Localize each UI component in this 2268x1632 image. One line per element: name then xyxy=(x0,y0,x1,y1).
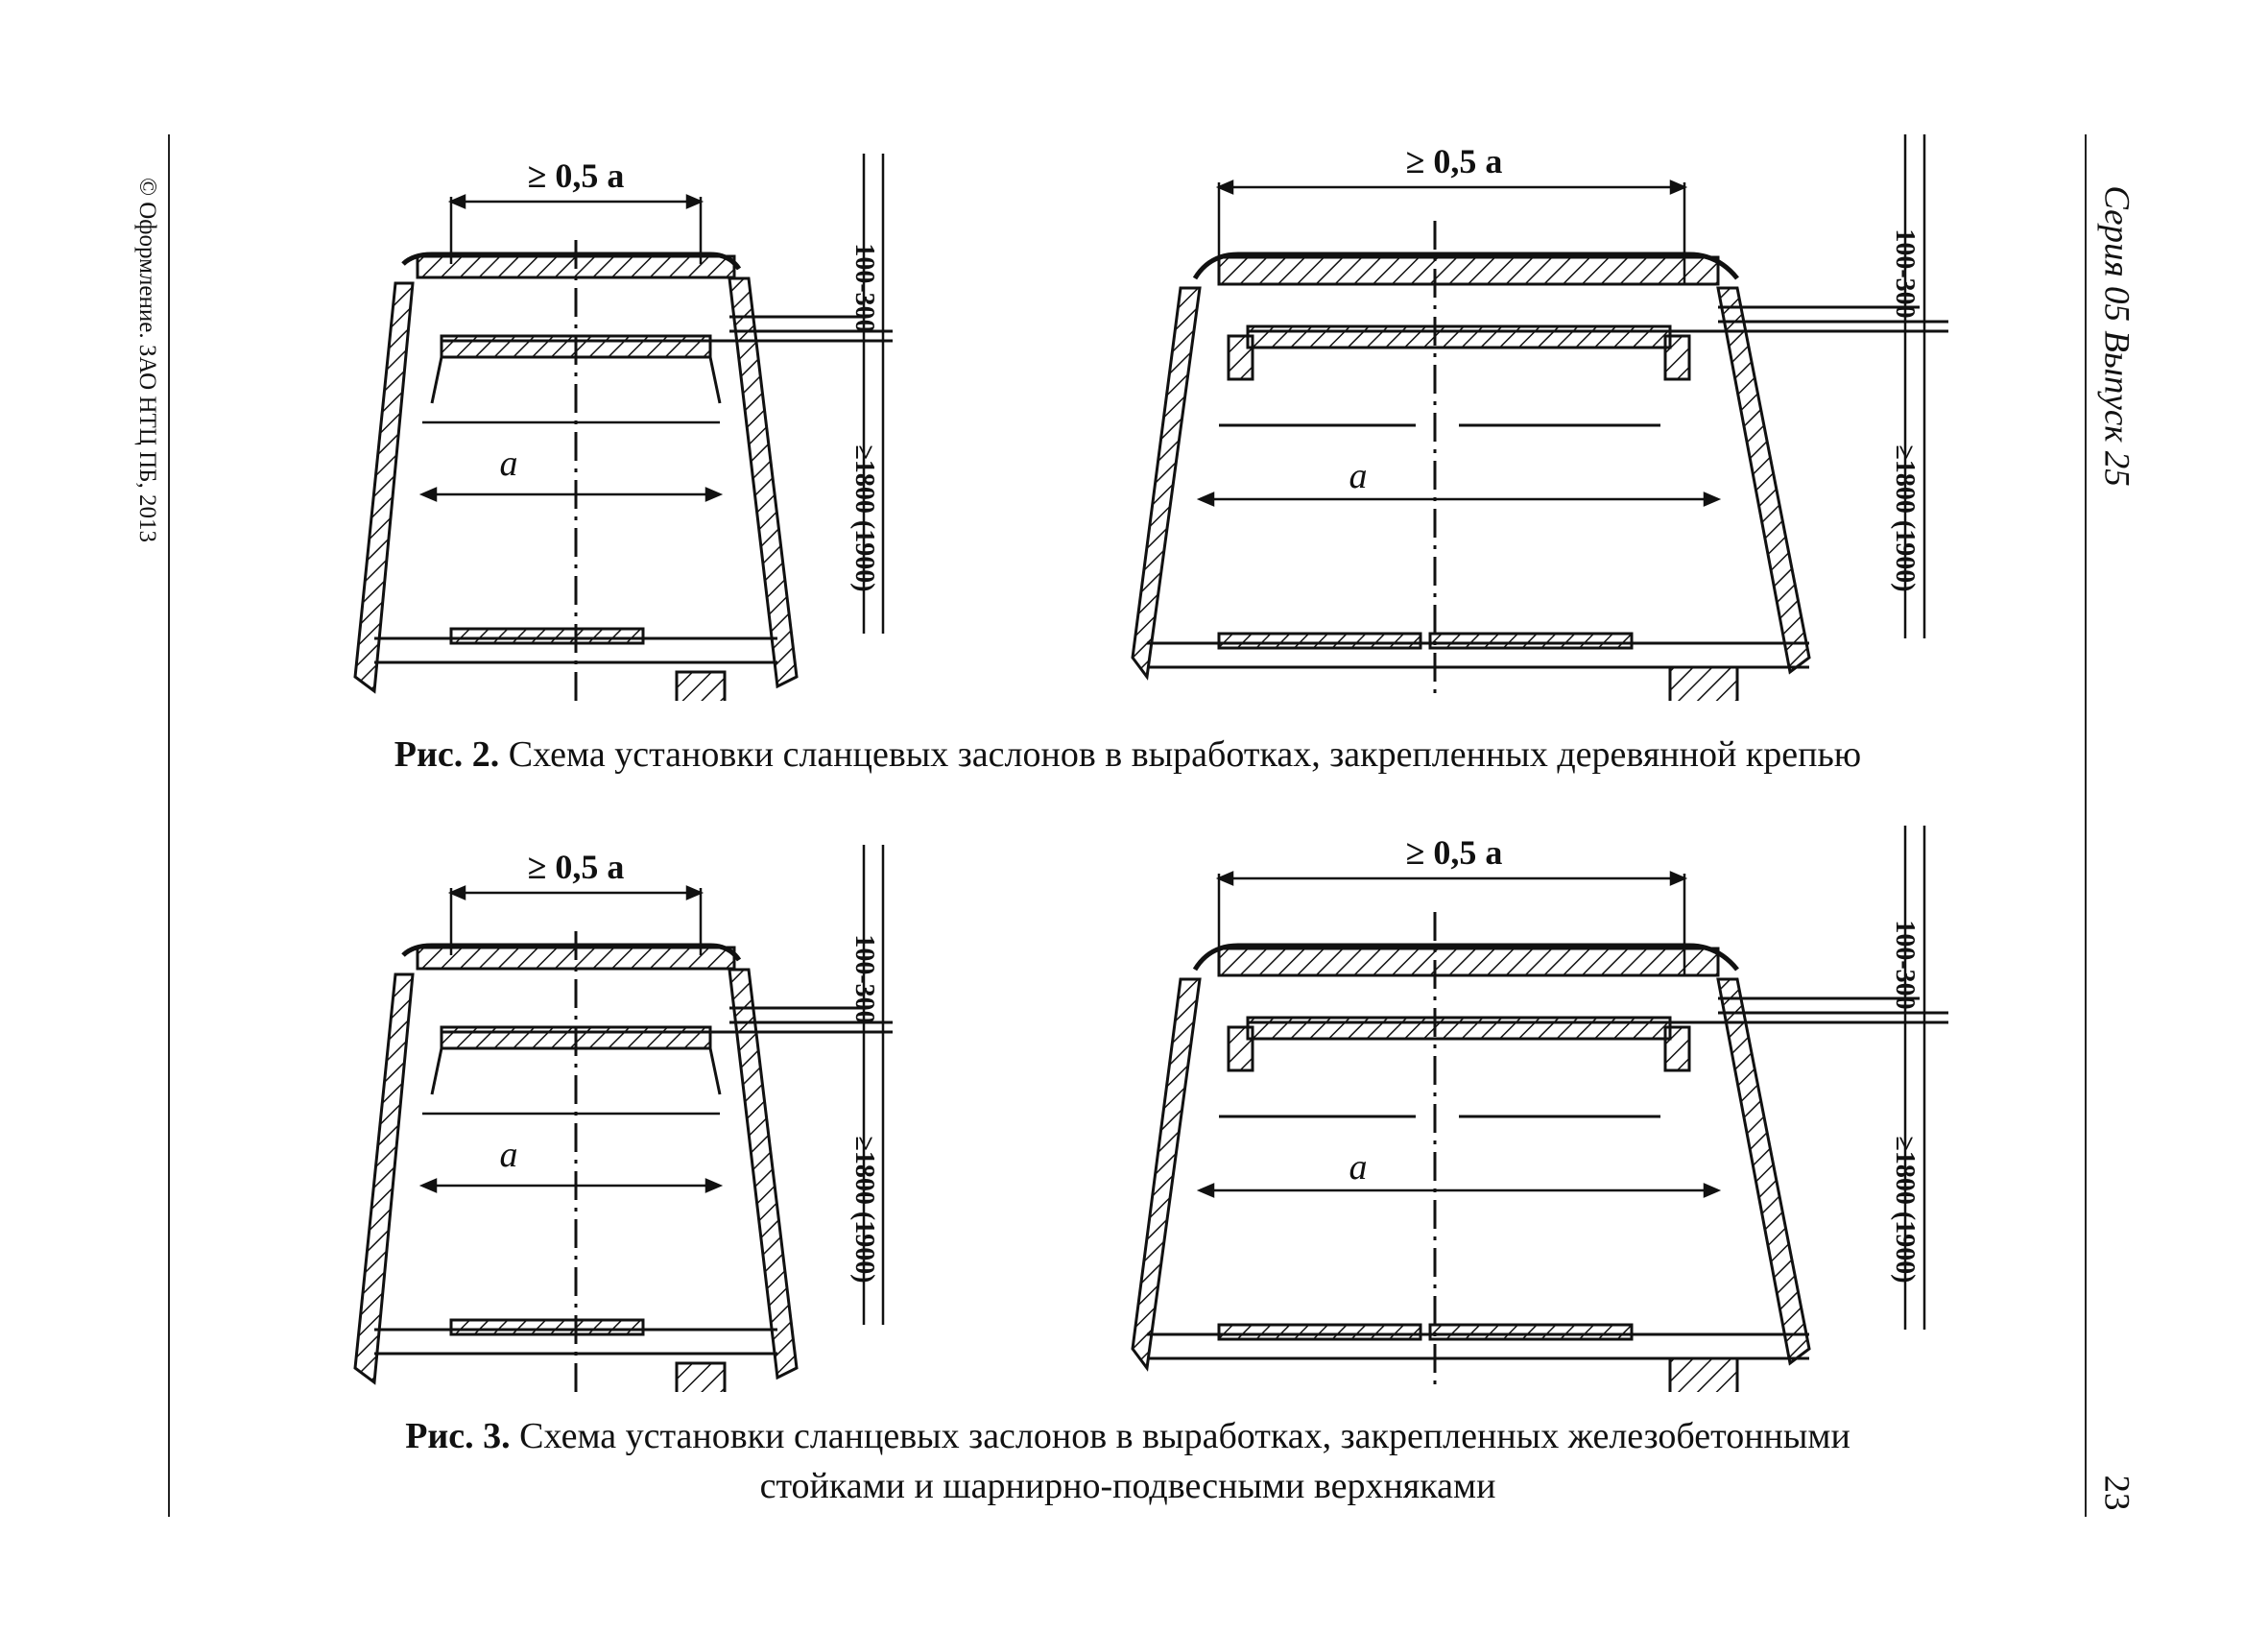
page-number: 23 xyxy=(2092,1459,2140,1526)
right-margin-rule xyxy=(2085,134,2087,1517)
fig2-right-gap-dim: 100-300 xyxy=(1890,228,1920,318)
fig2-right-height-dim: ≥1800 (1900) xyxy=(1890,444,1920,591)
fig3-left-gap-dim: 100-300 xyxy=(849,934,879,1023)
fig3-label: Рис. 3. xyxy=(405,1416,511,1456)
copyright-text: © Оформление. ЗАО НТЦ ПБ, 2013 xyxy=(134,177,160,543)
fig2-left-top-dim: ≥ 0,5 a xyxy=(528,156,625,195)
fig3-diagram-left: ≥ 0,5 a a 100-300 ≥1800 (1900) xyxy=(353,845,893,1392)
fig3-right-top-dim: ≥ 0,5 a xyxy=(1406,833,1503,872)
fig2-caption: Рис. 2. Схема установки сланцевых заслон… xyxy=(182,730,2073,780)
fig2-right-top-dim: ≥ 0,5 a xyxy=(1406,142,1503,180)
copyright-note: © Оформление. ЗАО НТЦ ПБ, 2013 xyxy=(128,134,166,586)
fig3-left-top-dim: ≥ 0,5 a xyxy=(528,848,625,886)
left-margin-rule xyxy=(168,134,170,1517)
fig3-right-a-dim: a xyxy=(1349,1147,1368,1188)
fig2-diagram-right: ≥ 0,5 a a 100-300 ≥1800 (1900) xyxy=(1131,134,1948,701)
fig3-diagram-right: ≥ 0,5 a a 100-300 ≥1800 (1900) xyxy=(1131,826,1948,1392)
series-text: Серия 05 Выпуск 25 xyxy=(2096,185,2137,487)
fig3-left-a-dim: a xyxy=(500,1135,518,1175)
fig3-caption: Рис. 3. Схема установки сланцевых заслон… xyxy=(182,1411,2073,1511)
fig2-right-a-dim: a xyxy=(1349,456,1368,496)
fig2-label: Рис. 2. xyxy=(394,734,500,775)
fig3-right-height-dim: ≥1800 (1900) xyxy=(1890,1136,1920,1283)
page-number-text: 23 xyxy=(2096,1475,2137,1511)
fig2-diagram-left: ≥ 0,5 a a 100-300 ≥1800 (1900) xyxy=(353,154,893,701)
fig3-right-gap-dim: 100-300 xyxy=(1890,920,1920,1009)
fig2-left-a-dim: a xyxy=(500,444,518,484)
fig3-left-height-dim: ≥1800 (1900) xyxy=(849,1136,879,1283)
fig3-caption-line1: Схема установки сланцевых заслонов в выр… xyxy=(510,1416,1850,1456)
fig3-caption-line2: стойками и шарнирно-подвесными верхнякам… xyxy=(759,1466,1496,1506)
fig2-caption-text: Схема установки сланцевых заслонов в выр… xyxy=(499,734,1862,775)
fig2-left-height-dim: ≥1800 (1900) xyxy=(849,444,879,591)
series-header: Серия 05 Выпуск 25 xyxy=(2088,134,2145,538)
fig2-left-gap-dim: 100-300 xyxy=(849,243,879,332)
